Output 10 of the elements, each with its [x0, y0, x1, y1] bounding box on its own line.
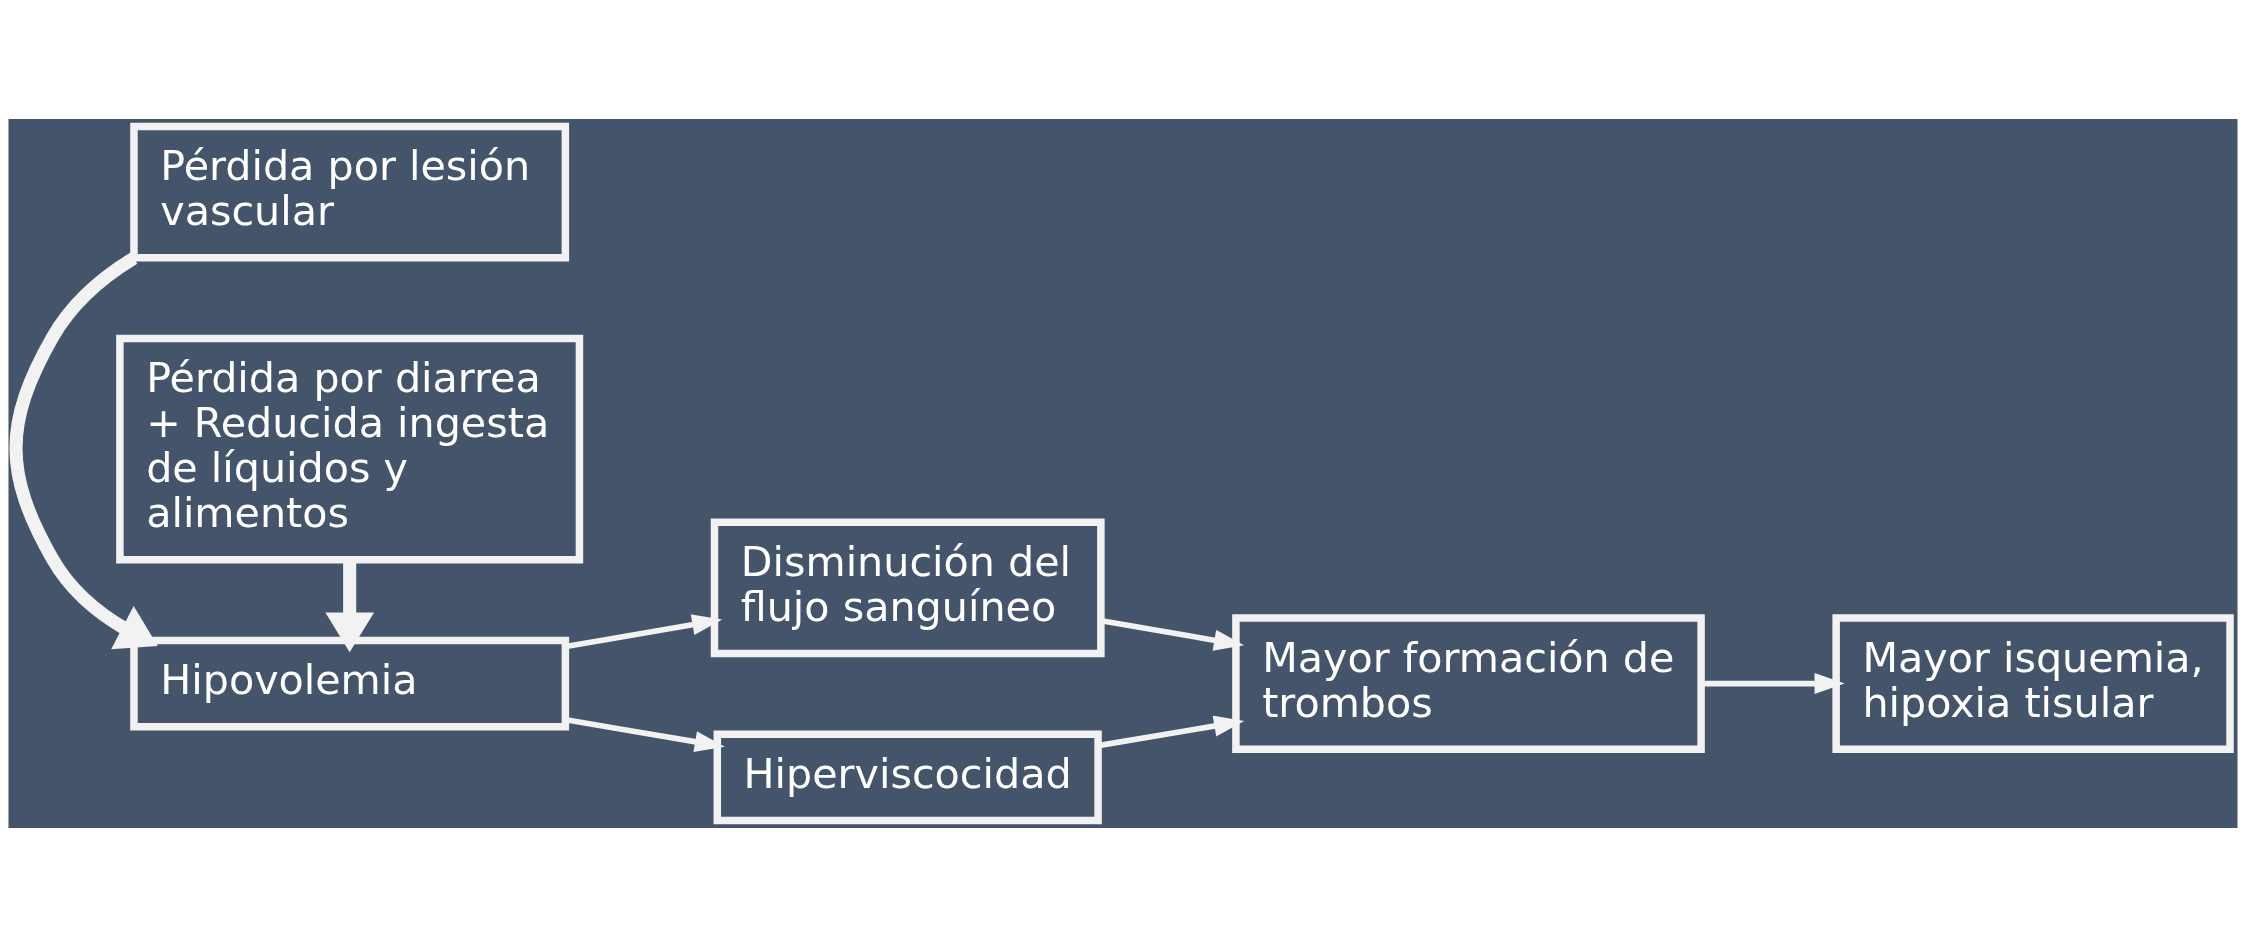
node-box: Mayor isquemia, hipoxia tisular: [1832, 614, 2234, 753]
node-box: Disminución del flujo sanguíneo: [710, 518, 1105, 658]
arrow: [325, 560, 375, 653]
arrow: [1701, 673, 1845, 695]
node-box: Hipovolemia: [130, 636, 570, 731]
node-box: Pérdida por diarrea + Reducida ingesta de líquidos y alimentos: [116, 334, 584, 564]
arrow: [9, 252, 158, 650]
node-box: Mayor formación de trombos: [1232, 614, 1705, 753]
node-box: Pérdida por lesión vascular: [130, 122, 570, 262]
node-box: Hiperviscocidad: [713, 730, 1102, 825]
